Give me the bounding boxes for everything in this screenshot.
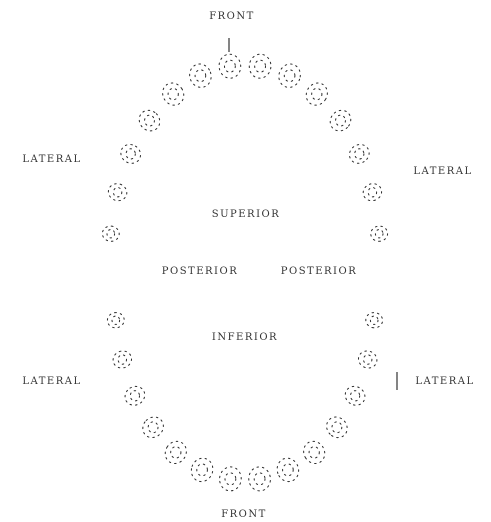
lower-tooth-outline bbox=[303, 440, 326, 464]
lower-tooth-detail bbox=[369, 315, 379, 325]
upper-tooth-outline bbox=[278, 63, 301, 88]
lower-tooth-detail bbox=[253, 472, 266, 486]
upper-tooth-outline bbox=[218, 53, 242, 79]
upper-tooth-detail bbox=[367, 187, 378, 198]
lower-tooth-outline bbox=[357, 350, 378, 369]
upper-tooth-outline bbox=[362, 183, 383, 202]
lower-tooth-outline bbox=[190, 457, 214, 483]
upper-tooth-detail bbox=[224, 59, 236, 73]
upper-tooth-outline bbox=[120, 144, 142, 164]
upper-tooth-detail bbox=[311, 87, 323, 101]
lower-tooth-detail bbox=[129, 390, 140, 402]
lower-tooth-detail bbox=[282, 463, 294, 477]
lower-tooth-detail bbox=[350, 390, 361, 402]
lower-tooth-outline bbox=[142, 416, 164, 439]
upper-tooth-outline bbox=[101, 225, 120, 242]
label-top: FRONT bbox=[209, 11, 255, 22]
label-lower-inner: INFERIOR bbox=[211, 332, 279, 343]
lower-tooth-detail bbox=[117, 354, 128, 365]
upper-tooth-outline bbox=[305, 82, 328, 106]
upper-tooth-detail bbox=[194, 69, 207, 83]
upper-tooth-detail bbox=[112, 187, 123, 198]
lower-tooth-outline bbox=[124, 385, 146, 406]
label-mid-left: POSTERIOR bbox=[161, 266, 239, 277]
lower-tooth-detail bbox=[363, 354, 373, 365]
upper-tooth-outline bbox=[107, 183, 128, 202]
upper-tooth-outline bbox=[162, 82, 185, 106]
label-upper-right: LATERAL bbox=[413, 166, 473, 177]
lower-tooth-outline bbox=[344, 385, 366, 406]
lower-tooth-outline bbox=[326, 416, 348, 439]
lower-tooth-outline bbox=[164, 440, 187, 464]
label-upper-left: LATERAL bbox=[22, 154, 82, 165]
lower-tooth-outline bbox=[219, 466, 242, 492]
lower-tooth-detail bbox=[196, 463, 208, 477]
lower-tooth-detail bbox=[147, 421, 159, 434]
upper-tooth-detail bbox=[144, 114, 155, 127]
upper-tooth-outline bbox=[370, 225, 389, 242]
upper-tooth-outline bbox=[189, 63, 212, 88]
label-lower-right: LATERAL bbox=[415, 376, 475, 387]
upper-tooth-detail bbox=[106, 229, 116, 239]
label-bottom: FRONT bbox=[221, 509, 267, 520]
lower-tooth-outline bbox=[248, 466, 271, 492]
lower-tooth-detail bbox=[224, 472, 237, 486]
lower-tooth-detail bbox=[331, 421, 343, 434]
label-lower-left: LATERAL bbox=[22, 376, 82, 387]
lower-tooth-detail bbox=[111, 315, 121, 325]
lower-tooth-outline bbox=[106, 312, 125, 329]
upper-tooth-outline bbox=[138, 109, 161, 132]
lower-tooth-detail bbox=[170, 446, 182, 459]
upper-dental-arch bbox=[101, 53, 389, 242]
lower-tooth-outline bbox=[276, 457, 300, 483]
upper-tooth-detail bbox=[354, 148, 365, 160]
upper-tooth-detail bbox=[167, 87, 179, 101]
upper-tooth-detail bbox=[125, 148, 136, 160]
lower-tooth-outline bbox=[112, 350, 133, 369]
label-mid-right: POSTERIOR bbox=[280, 266, 358, 277]
lower-tooth-detail bbox=[308, 446, 320, 459]
upper-tooth-detail bbox=[374, 229, 384, 239]
upper-tooth-outline bbox=[248, 53, 272, 79]
label-upper-inner: SUPERIOR bbox=[211, 209, 281, 220]
lower-dental-arch bbox=[106, 312, 384, 492]
upper-tooth-outline bbox=[329, 109, 352, 132]
upper-tooth-detail bbox=[335, 114, 346, 127]
upper-tooth-detail bbox=[283, 69, 296, 83]
lower-tooth-outline bbox=[365, 312, 384, 329]
upper-tooth-outline bbox=[348, 144, 370, 164]
upper-tooth-detail bbox=[254, 59, 267, 73]
